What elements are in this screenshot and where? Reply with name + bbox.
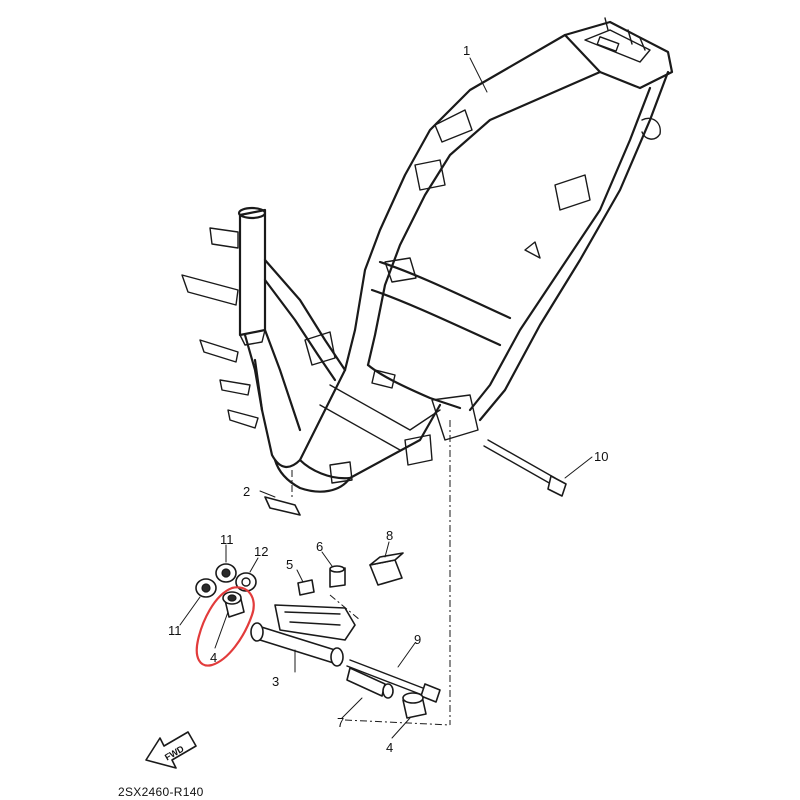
callout-8: 8 — [386, 528, 393, 543]
assembly-lines — [291, 420, 451, 726]
callout-2: 2 — [243, 484, 250, 499]
part-4-bushing-left[interactable] — [222, 591, 245, 618]
callout-3: 3 — [272, 674, 279, 689]
part-6-collar[interactable] — [329, 565, 346, 588]
leader-lines — [179, 57, 593, 739]
frame[interactable] — [181, 17, 674, 493]
callout-11-lower: 11 — [168, 623, 182, 638]
callout-4-left: 4 — [210, 650, 217, 665]
fwd-arrow-icon: FWD — [145, 731, 197, 769]
part-9-pivot-bolt[interactable] — [346, 659, 441, 703]
callout-10: 10 — [594, 449, 608, 464]
highlight-ring — [195, 586, 255, 667]
part-2-pad[interactable] — [264, 496, 301, 516]
part-11-washer-upper[interactable] — [215, 563, 237, 583]
callout-12: 12 — [254, 544, 268, 559]
part-7-collar[interactable] — [346, 667, 394, 699]
part-5-spacer[interactable] — [297, 579, 315, 596]
callout-4-right: 4 — [386, 740, 393, 755]
callout-7: 7 — [337, 715, 344, 730]
callout-11-upper: 11 — [220, 532, 234, 547]
part-3-engine-bracket[interactable] — [250, 604, 356, 667]
part-11-washer-lower[interactable] — [195, 578, 217, 598]
callout-5: 5 — [286, 557, 293, 572]
part-8-rubber[interactable] — [369, 552, 404, 586]
part-10-bolt[interactable] — [483, 439, 567, 497]
callout-6: 6 — [316, 539, 323, 554]
callout-1: 1 — [463, 43, 470, 58]
callout-9: 9 — [414, 632, 421, 647]
part-4-bushing-right[interactable] — [402, 692, 427, 719]
diagram-code: 2SX2460-R140 — [118, 785, 204, 799]
